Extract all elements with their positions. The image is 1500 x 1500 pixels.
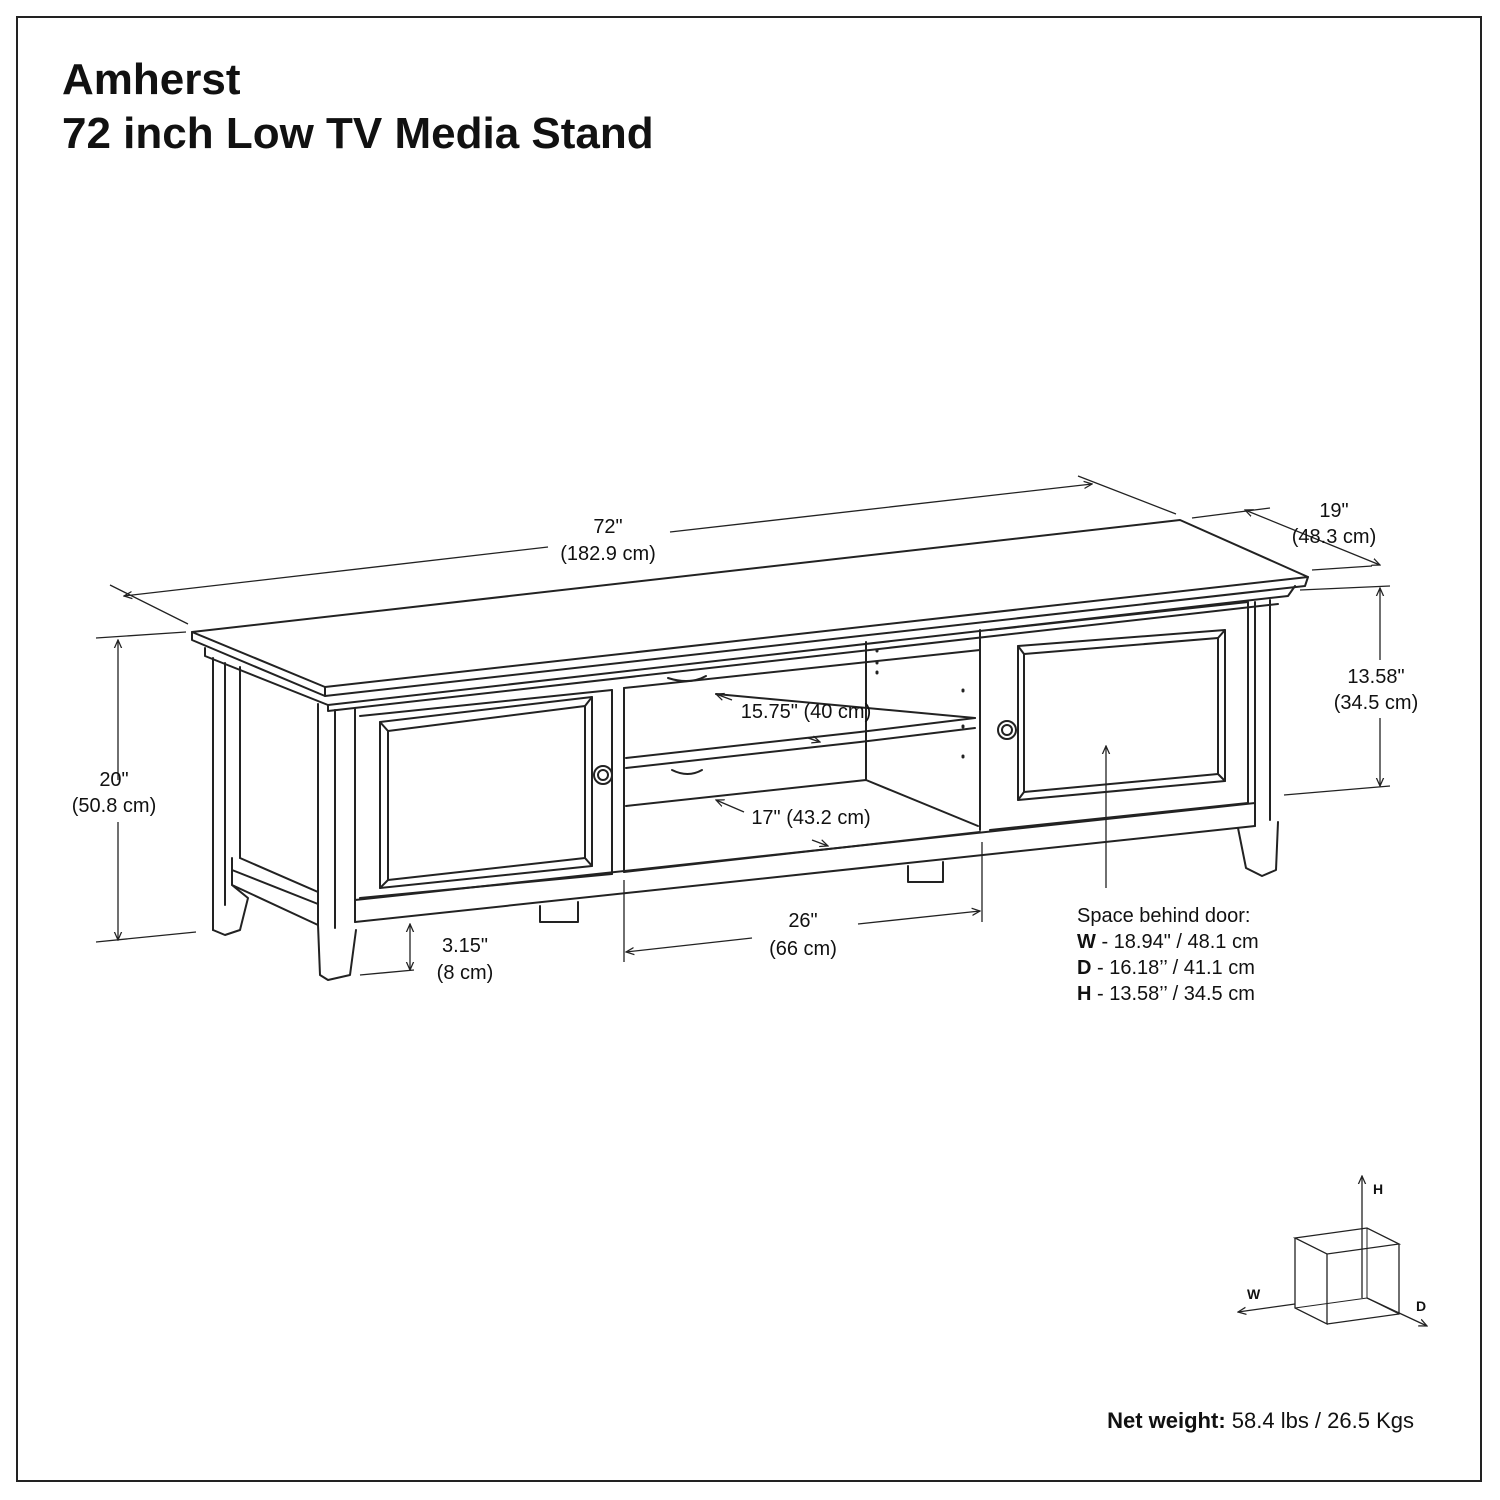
axis-legend: H W D xyxy=(1238,1176,1427,1326)
clearance-label-in: 3.15" xyxy=(442,935,488,957)
center-opening xyxy=(611,629,981,875)
space-row-width: W - 18.94" / 48.1 cm xyxy=(1077,931,1259,953)
cabinet-height-label-cm: (34.5 cm) xyxy=(1334,692,1418,714)
width-label-cm: (182.9 cm) xyxy=(560,543,656,565)
axis-w-label: W xyxy=(1247,1286,1261,1302)
product-title: 72 inch Low TV Media Stand xyxy=(62,109,654,158)
space-behind-door-heading: Space behind door: xyxy=(1077,905,1251,927)
stand-top xyxy=(191,519,1309,712)
axis-d-label: D xyxy=(1416,1298,1426,1314)
right-door xyxy=(989,601,1249,831)
axis-h-label: H xyxy=(1373,1181,1383,1197)
net-weight-label: Net weight: xyxy=(1107,1408,1226,1433)
clearance-label-cm: (8 cm) xyxy=(437,962,494,984)
left-door xyxy=(359,689,613,899)
space-row-height: H - 13.58’’ / 34.5 cm xyxy=(1077,983,1255,1005)
dimension-lines xyxy=(95,475,1391,976)
stand-legs xyxy=(212,821,1279,981)
space-behind-door-note: Space behind door: W - 18.94" / 48.1 cm … xyxy=(1077,903,1259,1007)
shelf-pin-holes xyxy=(875,648,965,759)
dimension-labels: 72" (182.9 cm) 19" (48.3 cm) 20" (50.8 c… xyxy=(72,500,1418,984)
height-label-in: 20" xyxy=(99,769,128,791)
net-weight: Net weight: 58.4 lbs / 26.5 Kgs xyxy=(1107,1408,1414,1434)
width-label-in: 72" xyxy=(593,516,622,538)
depth-label-in: 19" xyxy=(1319,500,1348,522)
lower-shelf-label: 17" (43.2 cm) xyxy=(751,807,870,829)
net-weight-value: 58.4 lbs / 26.5 Kgs xyxy=(1225,1408,1414,1433)
depth-label-cm: (48.3 cm) xyxy=(1292,526,1376,548)
height-label-cm: (50.8 cm) xyxy=(72,795,156,817)
page-frame xyxy=(16,16,1482,1482)
cabinet-height-label-in: 13.58" xyxy=(1347,666,1404,688)
center-width-label-in: 26" xyxy=(788,910,817,932)
product-name: Amherst xyxy=(62,55,241,104)
center-width-label-cm: (66 cm) xyxy=(769,938,837,960)
tv-stand xyxy=(191,519,1309,981)
upper-shelf-label: 15.75" (40 cm) xyxy=(741,701,872,723)
space-row-depth: D - 16.18’’ / 41.1 cm xyxy=(1077,957,1255,979)
